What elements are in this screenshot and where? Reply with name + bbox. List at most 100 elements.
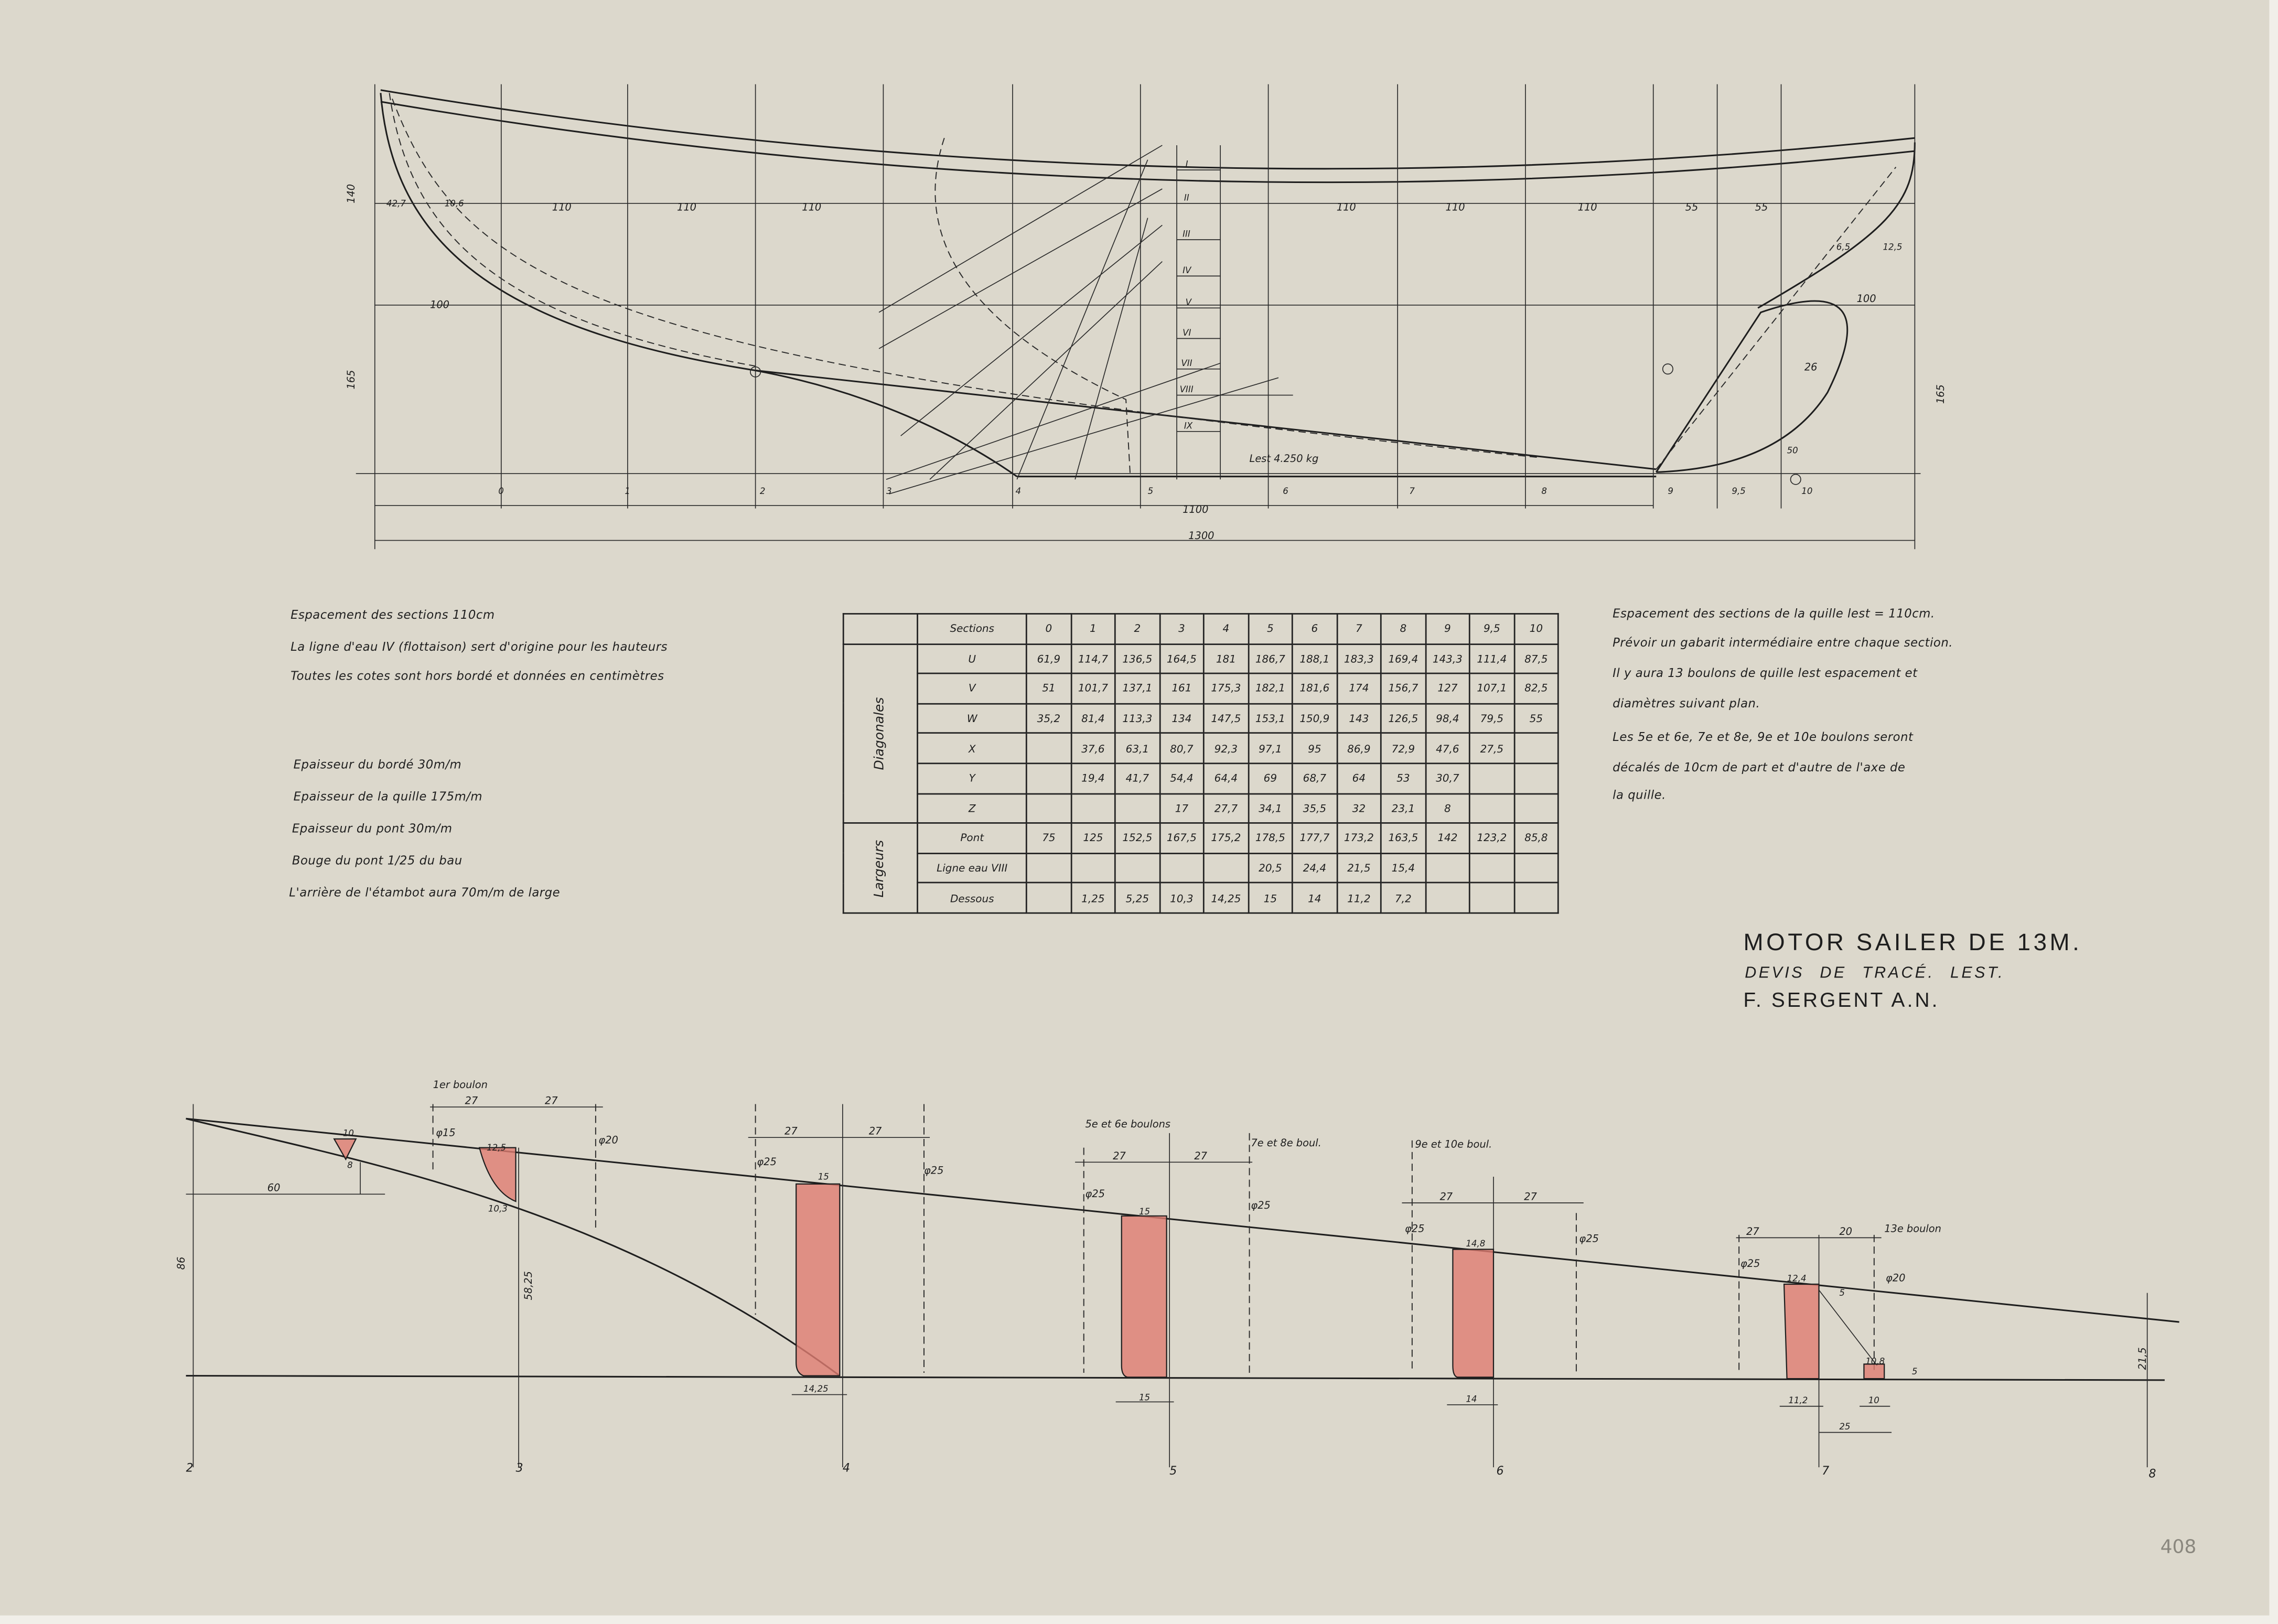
table-cell <box>1026 792 1072 824</box>
table-cell <box>1513 852 1559 884</box>
table-cell: 175,2 <box>1203 822 1249 854</box>
dim-label: 5 <box>1839 1288 1845 1298</box>
bolt-lines <box>432 1104 1875 1373</box>
rudder-dash <box>1656 166 1897 470</box>
table-cell <box>1469 762 1515 794</box>
dim-label: 5 <box>1912 1367 1918 1376</box>
table-cell: 111,4 <box>1469 643 1515 674</box>
dim-label: 10 <box>1868 1395 1879 1405</box>
table-cell <box>1513 762 1559 794</box>
table-row-label: V <box>917 673 1028 705</box>
table-row-label: W <box>917 703 1028 735</box>
dim-label: 58,25 <box>522 1271 534 1300</box>
table-cell: 167,5 <box>1158 822 1205 854</box>
table-cell: 35,5 <box>1292 792 1338 824</box>
ballast-keel-drawing <box>186 1104 2179 1468</box>
table-cell: 136,5 <box>1114 643 1161 674</box>
diameter-label: φ25 <box>1251 1199 1270 1211</box>
table-cell: 163,5 <box>1380 822 1426 854</box>
table-cell: 174 <box>1336 673 1382 705</box>
reference-mark <box>750 366 761 378</box>
dim-label: 15 <box>818 1172 829 1182</box>
table-cell: 175,3 <box>1203 673 1249 705</box>
section-number: 0 <box>498 486 504 496</box>
dim-label: 12,5 <box>1883 242 1902 252</box>
rabbet-line <box>755 369 1657 470</box>
keel-section-number: 4 <box>843 1461 850 1475</box>
diameter-label: φ25 <box>924 1164 943 1176</box>
note-left: Epaisseur de la quille 175m/m <box>293 789 483 804</box>
dim-label: 12,5 <box>487 1143 506 1153</box>
note-left: L'arrière de l'étambot aura 70m/m de lar… <box>289 885 561 899</box>
dim-label: 8 <box>347 1160 353 1170</box>
dim-label: 100 <box>430 298 449 310</box>
waterline-plane <box>374 203 1915 306</box>
table-cell: 24,4 <box>1292 852 1338 884</box>
table-cell: 75 <box>1026 822 1072 854</box>
bolt-label: 1er boulon <box>433 1079 488 1091</box>
dim-label: 86 <box>175 1257 187 1270</box>
keel-section-number: 2 <box>186 1461 194 1475</box>
table-cell: 23,1 <box>1380 792 1426 824</box>
table-cell: 41,7 <box>1114 762 1161 794</box>
note-left: Epaisseur du bordé 30m/m <box>293 757 462 772</box>
note-right: Les 5e et 6e, 7e et 8e, 9e et 10e boulon… <box>1613 729 1914 744</box>
section-number: 9 <box>1668 486 1673 496</box>
table-header-label: Sections <box>917 613 1028 644</box>
dim-label: 60 <box>267 1182 281 1194</box>
diameter-label: φ25 <box>1405 1222 1424 1234</box>
table-cell: 87,5 <box>1513 643 1559 674</box>
note-left: Epaisseur du pont 30m/m <box>292 821 453 835</box>
table-cell <box>1469 852 1515 884</box>
table-cell: 72,9 <box>1380 733 1426 765</box>
diameter-label: φ25 <box>1740 1257 1760 1270</box>
table-cell: 51 <box>1026 673 1072 705</box>
dim-label: 12,4 <box>1787 1273 1807 1283</box>
table-cell: 86,9 <box>1336 733 1382 765</box>
table-column-header: 5 <box>1247 613 1293 644</box>
waterline-numeral: V <box>1186 297 1192 307</box>
note-left: Espacement des sections 110cm <box>291 607 495 622</box>
dim-label: 27 <box>1524 1190 1537 1202</box>
sheet-number: 408 <box>2160 1537 2197 1559</box>
table-column-header: 2 <box>1114 613 1161 644</box>
table-cell: 123,2 <box>1469 822 1515 854</box>
table-cell: 85,8 <box>1513 822 1559 854</box>
note-left: Bouge du pont 1/25 du bau <box>292 853 463 867</box>
table-column-header: 4 <box>1203 613 1249 644</box>
table-cell <box>1026 882 1072 914</box>
section-stations <box>374 84 1916 550</box>
table-cell: 181,6 <box>1292 673 1338 705</box>
table-cell: 64 <box>1336 762 1382 794</box>
table-cell <box>1469 792 1515 824</box>
section-number: 1 <box>625 486 630 496</box>
table-column-header: 9,5 <box>1469 613 1515 644</box>
dim-label: 10,6 <box>445 198 464 208</box>
table-cell: 7,2 <box>1380 882 1426 914</box>
dim-label: 42,7 <box>386 198 406 208</box>
table-cell: 181 <box>1203 643 1249 674</box>
dim-label: 10,3 <box>488 1204 508 1214</box>
table-cell: 169,4 <box>1380 643 1426 674</box>
table-cell <box>1026 733 1072 765</box>
dim-label: 15 <box>1139 1207 1150 1217</box>
drawing-author: F. SERGENT A.N. <box>1743 987 1940 1012</box>
table-cell <box>1424 852 1470 884</box>
dimension-lines <box>186 1106 1892 1433</box>
dim-label: 26 <box>1804 361 1818 373</box>
table-cell: 152,5 <box>1114 822 1161 854</box>
table-cell: 17 <box>1158 792 1205 824</box>
table-cell: 68,7 <box>1292 762 1338 794</box>
diameter-label: φ20 <box>1886 1272 1905 1284</box>
dim-label: 50 <box>1787 445 1798 455</box>
waterline-numeral: I <box>1186 159 1188 169</box>
lead-section-5 <box>1452 1249 1495 1378</box>
waterline-numeral: IX <box>1184 421 1193 431</box>
section-number: 10 <box>1801 486 1812 496</box>
table-cell: 1,25 <box>1070 882 1116 914</box>
